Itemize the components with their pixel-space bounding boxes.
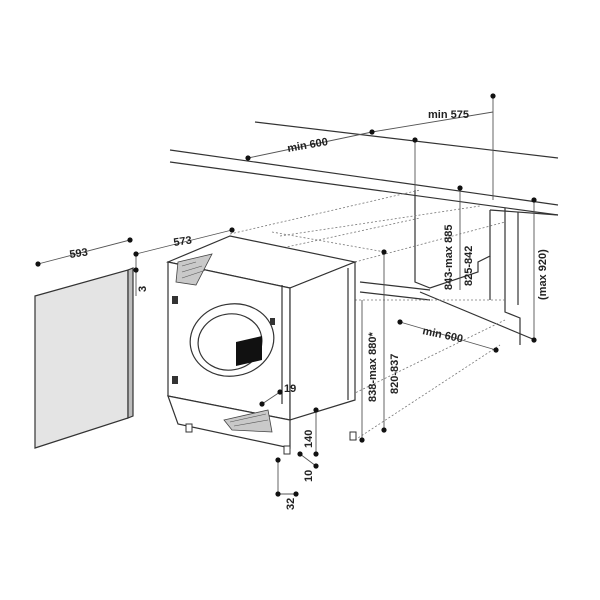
front-panel	[34, 267, 134, 449]
label-max-920: (max 920)	[537, 249, 549, 300]
washing-machine	[166, 235, 358, 455]
label-593: 593	[69, 247, 89, 261]
label-838-max-880: 838-max 880*	[367, 332, 379, 402]
label-min-600-bottom: min 600	[421, 325, 464, 345]
door-handle	[236, 336, 262, 366]
dimension-lines	[37, 96, 535, 495]
label-843-max-885: 843-max 885	[443, 225, 455, 290]
label-140: 140	[303, 430, 315, 448]
label-820-837: 820-837	[389, 354, 401, 394]
label-19: 19	[284, 383, 296, 395]
projection-lines	[189, 189, 506, 441]
label-min-600-top: min 600	[286, 136, 328, 155]
label-min-575: min 575	[428, 109, 469, 121]
label-573: 573	[173, 235, 193, 249]
label-3: 3	[137, 286, 149, 292]
dimension-labels: min 575 min 600 593 573 3 843-max 885 82…	[69, 109, 549, 510]
label-32: 32	[285, 498, 297, 510]
dimension-dots	[35, 93, 537, 497]
label-825-842: 825-842	[463, 246, 475, 286]
label-10: 10	[303, 470, 315, 482]
